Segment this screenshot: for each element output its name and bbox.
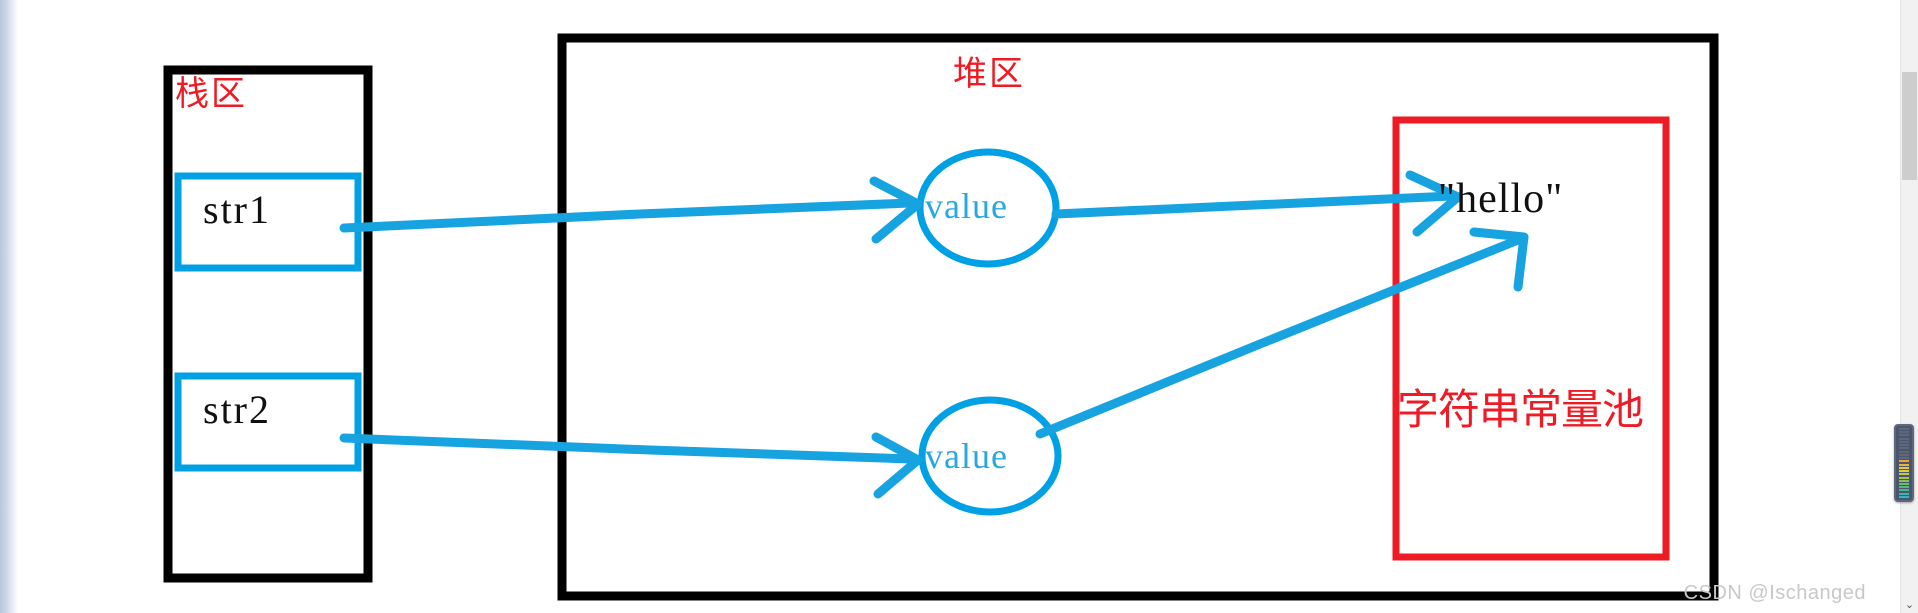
heap-object-label-value-1: value [925,186,1008,226]
meter-segment-19 [1899,489,1909,492]
meter-segment-14 [1899,473,1909,476]
stack-region-label: 栈区 [175,76,247,113]
meter-segment-2 [1899,434,1909,437]
vertical-scrollbar-track[interactable]: ⌄ [1900,0,1918,613]
stack-var-label-str2: str2 [203,387,271,432]
meter-segment-6 [1899,447,1909,450]
meter-segment-10 [1899,460,1909,463]
meter-segment-11 [1899,463,1909,466]
meter-segment-15 [1899,476,1909,479]
meter-segment-20 [1899,492,1909,495]
meter-segment-4 [1899,440,1909,443]
stack-slot-str2 [174,372,362,472]
stack-region-box [163,65,373,583]
arrow-value1-to-hello [1051,170,1463,237]
meter-segment-1 [1899,431,1909,434]
heap-region-label: 堆区 [953,56,1025,93]
meter-segment-8 [1899,453,1909,456]
heap-region-box [557,33,1719,601]
meter-segment-18 [1899,486,1909,489]
string-constant-pool-box [1392,116,1670,561]
pool-literal-hello: "hello" [1438,176,1564,222]
page-left-edge-strip [0,0,18,613]
vertical-scrollbar-thumb[interactable] [1902,72,1917,180]
level-meter-widget[interactable] [1894,424,1914,502]
heap-object-label-value-2: value [925,436,1008,476]
scroll-down-arrow-icon[interactable]: ⌄ [1904,598,1915,611]
csdn-watermark: CSDN @Ischanged [1683,582,1866,604]
meter-segment-0 [1899,428,1909,430]
meter-segment-21 [1899,495,1909,498]
stack-var-label-str1: str1 [203,187,271,232]
arrow-str1-to-value1 [339,176,923,244]
meter-segment-17 [1899,482,1909,485]
meter-segment-16 [1899,479,1909,482]
meter-segment-9 [1899,457,1909,460]
meter-segment-3 [1899,437,1909,440]
arrow-value2-to-hello [1035,227,1529,439]
meter-segment-5 [1899,444,1909,447]
heap-object-value-2 [918,396,1062,516]
string-constant-pool-label: 字符串常量池 [1397,388,1644,434]
stack-slot-str1 [174,172,362,272]
arrow-str2-to-value2 [339,432,923,499]
meter-segment-12 [1899,466,1909,469]
meter-segment-7 [1899,450,1909,453]
meter-segment-13 [1899,470,1909,473]
